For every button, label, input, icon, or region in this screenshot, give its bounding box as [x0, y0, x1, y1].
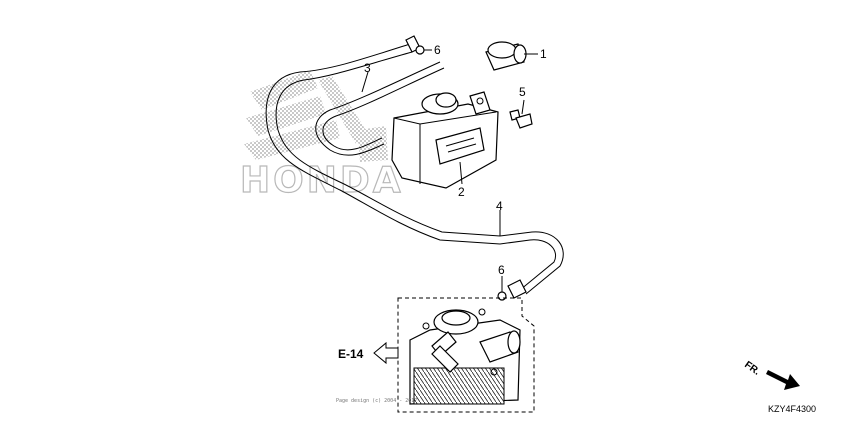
callout-1[interactable]: 1: [540, 47, 547, 61]
callout-2[interactable]: 2: [458, 185, 465, 199]
callout-5[interactable]: 5: [519, 85, 526, 99]
part-5-bolt: [509, 109, 533, 129]
copyright-text: Page design (c) 2004 - 2017: [336, 398, 417, 404]
part-4-hose: [499, 231, 564, 299]
callout-6-upper[interactable]: 6: [434, 43, 441, 57]
part-1-cap: [485, 41, 527, 71]
part-6-clip-upper: [415, 45, 425, 55]
diagram-code: KZY4F4300: [768, 404, 816, 414]
callout-4[interactable]: 4: [496, 199, 503, 213]
fr-label: FR.: [742, 359, 762, 377]
leader-lines: [361, 49, 538, 292]
callout-3[interactable]: 3: [364, 61, 371, 75]
callout-6-lower[interactable]: 6: [498, 263, 505, 277]
e14-label[interactable]: E-14: [338, 347, 364, 361]
direction-arrow-icon: [766, 370, 800, 390]
e14-reference[interactable]: E-14: [338, 341, 399, 365]
left-arrow-icon: [373, 341, 399, 365]
part-6-clip-lower: [497, 291, 507, 301]
part-2-reserve-tank: [391, 91, 499, 189]
radiator-reference: [397, 297, 535, 413]
front-direction-indicator: FR.: [742, 359, 800, 390]
